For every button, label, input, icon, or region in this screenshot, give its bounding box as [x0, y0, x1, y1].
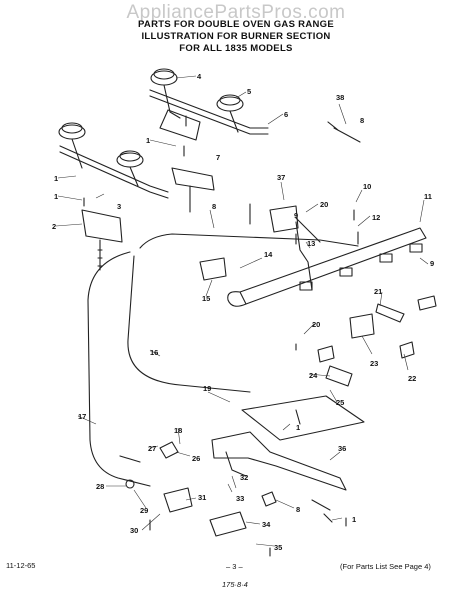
top-burner-assembly-left — [58, 122, 169, 199]
regulator-15 — [199, 257, 227, 281]
callout-22: 22 — [408, 374, 416, 383]
switch-21 — [375, 303, 405, 323]
callout-20-b: 20 — [312, 320, 320, 329]
callout-30: 30 — [130, 526, 138, 535]
callout-25: 25 — [336, 398, 344, 407]
watermark: AppliancePartsPros.com — [126, 2, 346, 23]
footer-handwritten-number: 175·8·4 — [222, 580, 248, 589]
oven-burner-shield-19 — [241, 395, 365, 441]
title-line-1: PARTS FOR DOUBLE OVEN GAS RANGE — [138, 19, 334, 30]
nut-28 — [125, 479, 135, 489]
callout-9-a: 9 — [294, 211, 298, 220]
safety-valve-31 — [163, 487, 193, 513]
clip-26 — [159, 441, 179, 459]
callout-1-a: 1 — [146, 136, 150, 145]
callout-8-low: 8 — [296, 505, 300, 514]
callout-8-mid: 8 — [212, 202, 216, 211]
footer-page-number: – 3 – — [226, 562, 243, 571]
burner-bracket-left — [81, 209, 123, 243]
callout-1-d: 1 — [296, 423, 300, 432]
callout-23: 23 — [370, 359, 378, 368]
top-burner-assembly-right — [149, 68, 269, 141]
callout-1-b: 1 — [54, 174, 58, 183]
callout-2: 2 — [52, 222, 56, 231]
callout-29: 29 — [140, 506, 148, 515]
callout-5: 5 — [247, 87, 251, 96]
callout-34: 34 — [262, 520, 271, 529]
footer-date: 11-12-65 — [6, 561, 36, 570]
thermostat-37 — [269, 205, 299, 233]
valve-23 — [349, 313, 375, 339]
callout-33: 33 — [236, 494, 244, 503]
callout-19: 19 — [203, 384, 211, 393]
callout-14: 14 — [264, 250, 273, 259]
oven-burner-36 — [211, 431, 347, 491]
callout-1-e: 1 — [352, 515, 356, 524]
burner-bracket-34 — [209, 511, 247, 537]
callout-8-top: 8 — [360, 116, 364, 125]
callout-21: 21 — [374, 287, 382, 296]
gas-tube-16 — [127, 255, 251, 393]
callout-10: 10 — [363, 182, 371, 191]
callout-32: 32 — [240, 473, 248, 482]
callout-9-b: 9 — [430, 259, 434, 268]
callout-37: 37 — [277, 173, 285, 182]
callout-13: 13 — [307, 239, 315, 248]
callout-24: 24 — [309, 371, 318, 380]
callout-7: 7 — [216, 153, 220, 162]
callout-6: 6 — [284, 110, 288, 119]
callout-28: 28 — [96, 482, 104, 491]
callout-1-c: 1 — [54, 192, 58, 201]
valve-24 — [325, 365, 353, 387]
callout-18: 18 — [174, 426, 182, 435]
callout-36: 36 — [338, 444, 346, 453]
callout-31: 31 — [198, 493, 206, 502]
title-line-3: FOR ALL 1835 MODELS — [179, 43, 293, 54]
callout-15: 15 — [202, 294, 210, 303]
callout-35: 35 — [274, 543, 282, 552]
callout-20-a: 20 — [320, 200, 328, 209]
callout-38: 38 — [336, 93, 344, 102]
callout-11: 11 — [424, 192, 432, 201]
callout-17: 17 — [78, 412, 86, 421]
footer-parts-list-note: (For Parts List See Page 4) — [340, 562, 431, 571]
callout-26: 26 — [192, 454, 200, 463]
burner-bracket-right — [171, 167, 215, 191]
callout-27: 27 — [148, 444, 156, 453]
callout-16: 16 — [150, 348, 158, 357]
gas-tube-upper — [139, 233, 359, 249]
callout-12: 12 — [372, 213, 380, 222]
gas-tube-17 — [87, 251, 151, 487]
callout-3: 3 — [117, 202, 121, 211]
callout-4: 4 — [197, 72, 202, 81]
manifold-pipe — [227, 227, 427, 307]
title-line-2: ILLUSTRATION FOR BURNER SECTION — [141, 31, 331, 42]
